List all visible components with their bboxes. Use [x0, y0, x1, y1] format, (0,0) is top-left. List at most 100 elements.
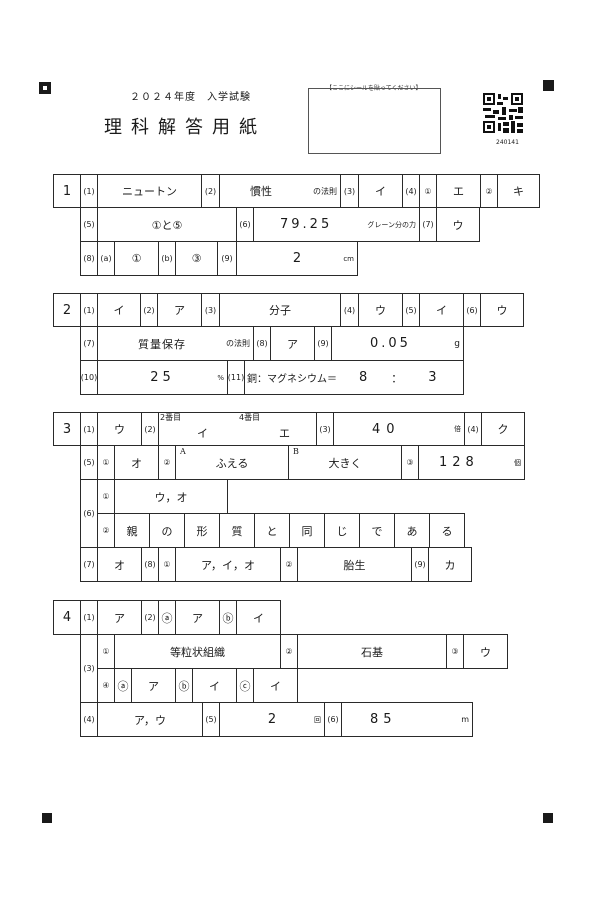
s3-q8-answer2[interactable]: 胎生	[297, 547, 412, 582]
s2-q11-b: 3	[428, 370, 437, 385]
s3-q6-char-box[interactable]: 形	[184, 513, 220, 548]
s1-q8-sub-b: (b)	[158, 241, 176, 276]
s1-q4-label: (4)	[402, 174, 420, 208]
s4-q3-answer4-b[interactable]: イ	[192, 668, 237, 703]
s4-q2-answer-b[interactable]: イ	[236, 600, 281, 635]
s1-q7-answer[interactable]: ウ	[436, 207, 480, 242]
s4-q3-answer4-a[interactable]: ア	[131, 668, 176, 703]
s1-q5-label: (5)	[80, 207, 98, 242]
s3-q5-sub2: ②	[158, 445, 176, 480]
s4-q4-answer[interactable]: ア，ウ	[97, 702, 203, 737]
s1-q6-answer[interactable]: 79.25 グレーン分の力	[253, 207, 420, 242]
s4-q3-sub4: ④	[97, 668, 115, 703]
s3-q4-label: (4)	[464, 412, 482, 446]
s2-q8-label: (8)	[253, 326, 271, 361]
s3-q6-char-box[interactable]: る	[429, 513, 465, 548]
registration-mark-bottom-right	[543, 813, 553, 823]
s2-q11-answer[interactable]: 銅：マグネシウム＝ 8 ： 3	[244, 360, 464, 395]
s1-q6-suffix: グレーン分の力	[367, 220, 416, 229]
s4-q6-answer-text: 85	[370, 712, 397, 727]
s3-q6-char-box[interactable]: で	[359, 513, 395, 548]
s4-q3-answer2[interactable]: 石基	[297, 634, 447, 669]
exam-year: ２０２４年度 入学試験	[130, 92, 251, 103]
s3-q6-char-box[interactable]: の	[149, 513, 185, 548]
s4-q3-answer4-c[interactable]: イ	[253, 668, 298, 703]
s2-q3-answer[interactable]: 分子	[219, 293, 341, 327]
s4-q3-answer3[interactable]: ウ	[463, 634, 508, 669]
s2-q10-answer[interactable]: 25 %	[97, 360, 228, 395]
s4-q5-answer-text: 2	[267, 712, 277, 727]
s4-q3-sub4-b: ⓑ	[175, 668, 193, 703]
s3-q2-caption-4th: 4番目	[239, 413, 261, 422]
s3-q2-caption-2nd: 2番目	[160, 413, 182, 422]
s1-q2-suffix: の法則	[313, 186, 337, 196]
s1-q2-label: (2)	[201, 174, 220, 208]
s1-q8-answer-b[interactable]: ③	[175, 241, 218, 276]
s1-q9-answer[interactable]: 2 cm	[236, 241, 358, 276]
s1-q4-answer2[interactable]: キ	[497, 174, 540, 208]
s4-q3-label: (3)	[80, 634, 98, 703]
s3-q5-suffix3: 個	[514, 458, 521, 467]
s4-q1-answer[interactable]: ア	[97, 600, 142, 635]
s2-q5-answer[interactable]: イ	[419, 293, 464, 327]
s2-q9-label: (9)	[314, 326, 332, 361]
s1-q2-answer[interactable]: 慣性 の法則	[219, 174, 341, 208]
s3-q6-char-box[interactable]: あ	[394, 513, 430, 548]
s2-q11-prefix: 銅：マグネシウム＝	[247, 374, 337, 385]
s2-q11-a: 8	[359, 370, 368, 385]
s1-q3-answer[interactable]: イ	[358, 174, 403, 208]
s4-q3-sub1: ①	[97, 634, 115, 669]
s3-q2-answer[interactable]: 2番目 イ 4番目 エ	[158, 412, 317, 446]
s1-q5-answer[interactable]: ①と⑤	[97, 207, 237, 242]
s4-q3-answer1[interactable]: 等粒状組織	[114, 634, 281, 669]
s1-q1-label: (1)	[80, 174, 98, 208]
s1-q1-answer[interactable]: ニュートン	[97, 174, 202, 208]
s3-q6-char-box[interactable]: 親	[114, 513, 150, 548]
s3-q8-answer1[interactable]: ア，イ，オ	[175, 547, 281, 582]
s1-q8-label: (8)	[80, 241, 98, 276]
s3-q6-label: (6)	[80, 479, 98, 548]
s4-q5-answer[interactable]: 2 回	[219, 702, 325, 737]
s3-q5-answer1[interactable]: オ	[114, 445, 159, 480]
s3-q4-answer[interactable]: ク	[481, 412, 525, 446]
registration-mark-top-left	[39, 82, 51, 94]
s3-q7-answer[interactable]: オ	[97, 547, 142, 582]
s3-q6-char-box[interactable]: じ	[324, 513, 360, 548]
s4-q2-answer-a[interactable]: ア	[175, 600, 220, 635]
s3-q1-answer[interactable]: ウ	[97, 412, 142, 446]
s4-q2-label: (2)	[141, 600, 159, 635]
s3-q5-answer-a[interactable]: A ふえる	[175, 445, 289, 480]
section-2-number: 2	[53, 293, 81, 327]
s2-q8-answer[interactable]: ア	[270, 326, 315, 361]
section-4-number: 4	[53, 600, 81, 635]
s2-q7-answer-text: 質量保存	[138, 337, 186, 351]
s2-q6-answer[interactable]: ウ	[480, 293, 524, 327]
s3-q6-sub1: ①	[97, 479, 115, 514]
qr-code-icon	[483, 93, 523, 133]
s3-q8-sub1: ①	[158, 547, 176, 582]
s1-q8-answer-a[interactable]: ①	[114, 241, 159, 276]
s4-q3-sub4-c: ⓒ	[236, 668, 254, 703]
s3-q9-answer[interactable]: カ	[428, 547, 472, 582]
s3-q6-char-box[interactable]: と	[254, 513, 290, 548]
s2-q4-answer[interactable]: ウ	[358, 293, 403, 327]
s3-q6-char-box[interactable]: 質	[219, 513, 255, 548]
s2-q9-answer[interactable]: 0.05 g	[331, 326, 464, 361]
s2-q2-answer[interactable]: ア	[157, 293, 202, 327]
s3-q5-answer3[interactable]: 128 個	[418, 445, 525, 480]
s2-q7-answer[interactable]: 質量保存 の法則	[97, 326, 254, 361]
s4-q5-label: (5)	[202, 702, 220, 737]
s3-q6-answer1[interactable]: ウ，オ	[114, 479, 228, 514]
s4-q4-label: (4)	[80, 702, 98, 737]
s1-q4-answer1[interactable]: エ	[436, 174, 481, 208]
s2-q7-suffix: の法則	[226, 339, 250, 348]
s2-q10-answer-text: 25	[150, 370, 175, 385]
s3-q5-answer-b[interactable]: B 大きく	[288, 445, 402, 480]
s3-q3-answer[interactable]: 40 倍	[333, 412, 465, 446]
section-3-number: 3	[53, 412, 81, 446]
s2-q1-answer[interactable]: イ	[97, 293, 141, 327]
s4-q6-answer[interactable]: 85 m	[341, 702, 473, 737]
s3-q6-char-box[interactable]: 同	[289, 513, 325, 548]
s1-q3-label: (3)	[340, 174, 359, 208]
s2-q10-label: (10)	[80, 360, 98, 395]
